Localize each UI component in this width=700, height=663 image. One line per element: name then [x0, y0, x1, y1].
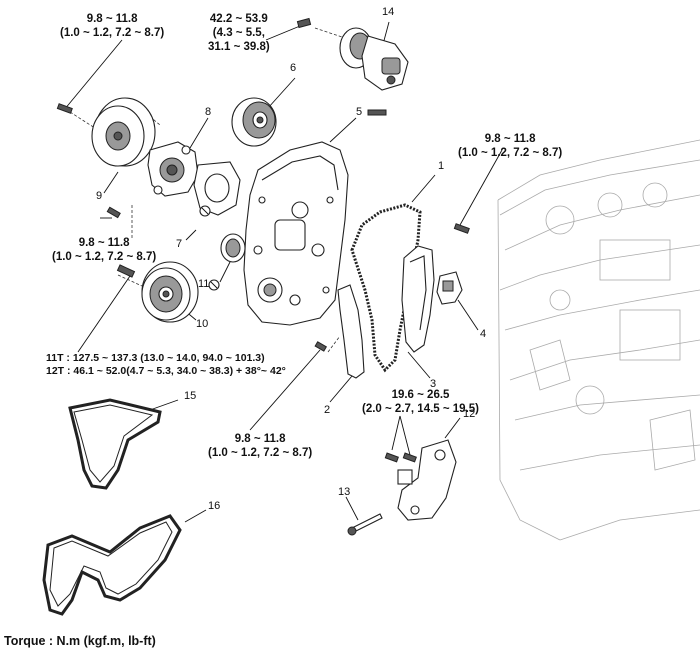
pulley-9 [91, 97, 156, 167]
tensioner-arm-3 [401, 245, 435, 353]
torque-label-right: 9.8 ~ 11.8 (1.0 ~ 1.2, 7.2 ~ 8.7) [458, 133, 563, 159]
part-number-5: 5 [356, 106, 363, 118]
part-number-3: 3 [430, 378, 437, 390]
drive-belt-15 [68, 398, 162, 490]
timing-cover-5 [243, 109, 387, 326]
oil-seal-11 [208, 233, 246, 291]
part-number-1: 1 [438, 160, 445, 172]
bolt-13 [347, 513, 383, 536]
torque-label-top-left: 9.8 ~ 11.8 (1.0 ~ 1.2, 7.2 ~ 8.7) [60, 13, 165, 39]
torque-label-mid-left: 9.8 ~ 11.8 (1.0 ~ 1.2, 7.2 ~ 8.7) [52, 237, 157, 263]
gasket-7 [193, 161, 241, 217]
part-number-12: 12 [463, 408, 476, 420]
chain-guide-2 [314, 284, 365, 379]
part-number-10: 10 [196, 318, 209, 330]
auto-tensioner-14 [296, 17, 409, 91]
part-number-7: 7 [176, 238, 183, 250]
part-number-4: 4 [480, 328, 487, 340]
part-number-11: 11 [198, 278, 210, 290]
bolt-pulley-9 [56, 103, 73, 114]
part-number-13: 13 [338, 486, 351, 498]
torque-label-bracket: 19.6 ~ 26.5 (2.0 ~ 2.7, 14.5 ~ 19.5) [362, 389, 479, 415]
part-number-8: 8 [205, 106, 212, 118]
torque-label-crank: 11T : 127.5 ~ 137.3 (13.0 ~ 14.0, 94.0 ~… [46, 352, 286, 377]
leader-lines [63, 21, 503, 523]
water-pump-8 [147, 141, 199, 197]
chain-tensioner-4 [436, 223, 470, 305]
part-number-9: 9 [96, 190, 103, 202]
part-number-6: 6 [290, 62, 297, 74]
torque-unit-note: Torque : N.m (kgf.m, lb-ft) [4, 634, 156, 648]
part-number-16: 16 [208, 500, 221, 512]
bracket-12 [384, 439, 457, 521]
part-number-14: 14 [382, 6, 395, 18]
accessory-belt-16 [42, 514, 182, 616]
part-number-15: 15 [184, 390, 197, 402]
bolt-water-pump [106, 206, 121, 219]
engine-block [497, 139, 700, 541]
idler-pulley-6 [231, 97, 277, 147]
part-number-2: 2 [324, 404, 331, 416]
torque-label-bottom-center: 9.8 ~ 11.8 (1.0 ~ 1.2, 7.2 ~ 8.7) [208, 433, 313, 459]
crank-pulley-10 [116, 261, 199, 323]
torque-label-top-center: 42.2 ~ 53.9 (4.3 ~ 5.5, 31.1 ~ 39.8) [208, 13, 270, 53]
